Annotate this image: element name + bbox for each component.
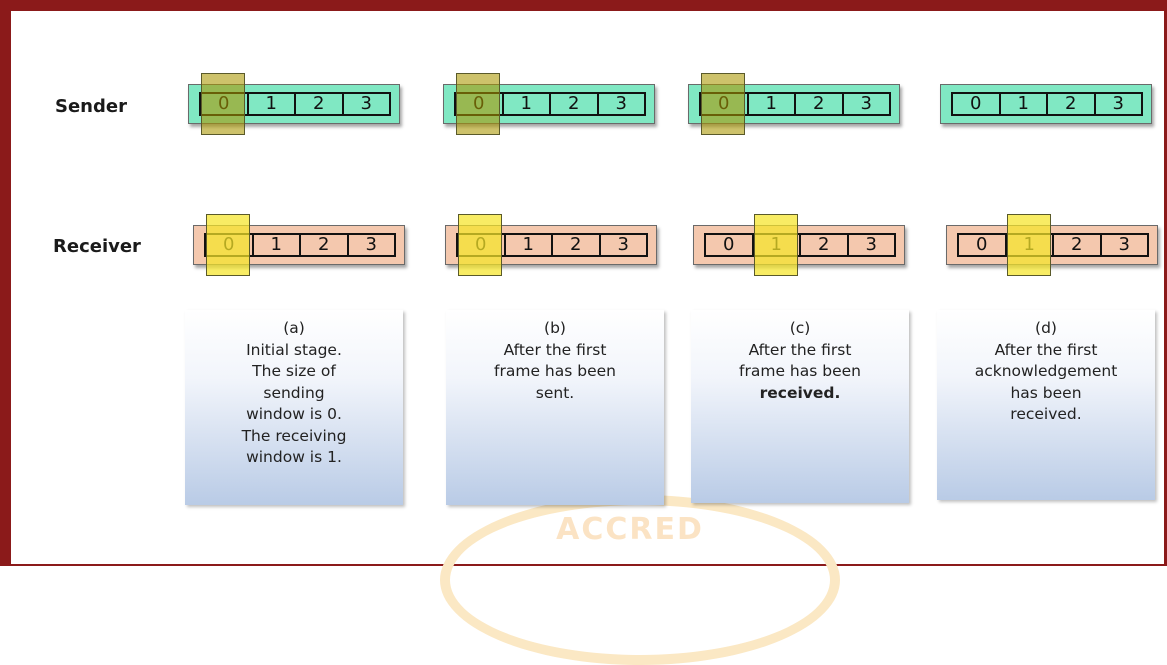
frame-slot-0: 0 [456, 94, 504, 114]
frame-slot-2: 2 [301, 235, 349, 255]
caption-line: sending [263, 383, 325, 402]
frame-slot-3: 3 [365, 234, 377, 255]
frame-slot-0: 0 [201, 94, 249, 114]
frame-slot-1: 1 [1007, 235, 1054, 255]
caption-line: received. [1010, 405, 1082, 423]
caption-line: The size of [252, 362, 336, 380]
frame-slot-1: 1 [504, 94, 551, 114]
caption-line: has been [1010, 383, 1082, 402]
frame-slot-1: 1 [1001, 94, 1048, 114]
frame-slot-2: 2 [1048, 94, 1096, 114]
receiver-label: Receiver [53, 236, 141, 257]
sender-label: Sender [55, 96, 127, 117]
caption-line: sent. [535, 383, 575, 402]
caption-line: frame has been [739, 362, 861, 380]
stage-caption-a: (a) Initial stage. The size of sending windo… [185, 310, 403, 505]
frame-slot-2: 2 [296, 94, 344, 114]
caption-letter: (b) [544, 319, 566, 337]
frame-slot-2: 2 [1054, 235, 1102, 255]
frame-slot-3: 3 [860, 93, 872, 114]
caption-line: After the first [994, 340, 1098, 359]
frame-slot-3: 3 [1118, 234, 1130, 255]
caption-line: window is 0. [246, 405, 342, 423]
frame-slot-2: 2 [553, 235, 601, 255]
frame-slot-1: 1 [254, 235, 301, 255]
caption-line: window is 1. [246, 448, 342, 466]
caption-line: acknowledgement [974, 362, 1118, 380]
frame-slot-2: 2 [551, 94, 599, 114]
caption-line: Initial stage. [246, 340, 342, 359]
frame-slot-0: 0 [706, 235, 754, 255]
frame-slot-3: 3 [1112, 93, 1124, 114]
frame-slot-0: 0 [206, 235, 254, 255]
frame-slot-1: 1 [754, 235, 801, 255]
frame-slot-2: 2 [796, 94, 844, 114]
stage-caption-d: (d) After the first acknowledgement has bee… [937, 310, 1155, 500]
frame-slot-0: 0 [458, 235, 506, 255]
stage-caption-c: (c) After the first frame has been received… [691, 310, 909, 503]
frame-slot-1: 1 [249, 94, 296, 114]
frame-slot-0: 0 [953, 94, 1001, 114]
frame-slot-0: 0 [701, 94, 749, 114]
caption-bold-line: received. [759, 383, 841, 402]
caption-letter: (d) [1035, 319, 1057, 337]
frame-slot-0: 0 [959, 235, 1007, 255]
caption-letter: (a) [283, 319, 305, 337]
frame-slot-1: 1 [749, 94, 796, 114]
caption-letter: (c) [789, 319, 811, 337]
frame-slot-3: 3 [615, 93, 627, 114]
stage-caption-b: (b) After the first frame has been sent. [446, 310, 664, 505]
frame-slot-3: 3 [617, 234, 629, 255]
frame-slot-3: 3 [865, 234, 877, 255]
frame-slot-3: 3 [360, 93, 372, 114]
caption-line: frame has been [494, 362, 616, 380]
watermark-text: ACCRED [556, 512, 704, 547]
caption-line: The receiving [241, 426, 347, 445]
frame-slot-1: 1 [506, 235, 553, 255]
caption-line: After the first [748, 340, 852, 359]
frame-slot-2: 2 [801, 235, 849, 255]
caption-line: After the first [503, 340, 607, 359]
